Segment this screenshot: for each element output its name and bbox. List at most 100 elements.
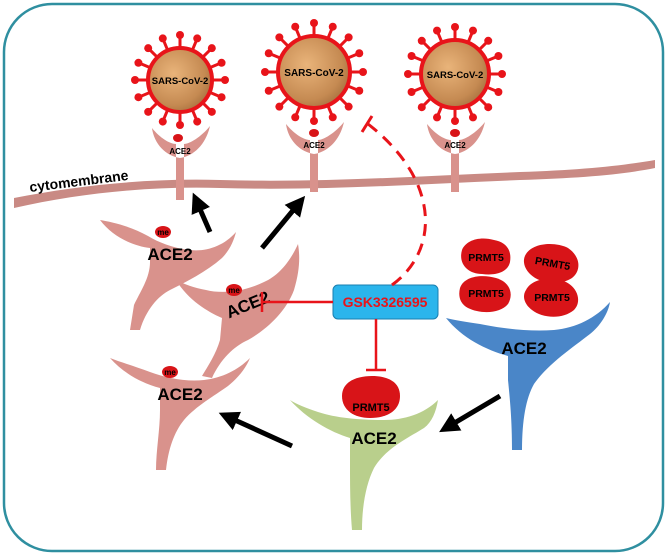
arrows	[191, 192, 502, 449]
membrane-ace2-center: ACE2	[286, 122, 344, 192]
virus-spike-tip	[264, 86, 273, 95]
virus-spike-tip	[261, 68, 269, 76]
virus-left: SARS-CoV-2	[131, 31, 229, 129]
prmt5-shape	[524, 278, 579, 317]
methyl-mark	[226, 284, 242, 296]
prmt5-label: PRMT5	[468, 288, 504, 300]
arrow-ace2-to-membrane-left	[191, 192, 213, 234]
cytomembrane	[14, 160, 655, 208]
virus-spike-tip	[134, 93, 143, 102]
virus-spike-tip	[134, 58, 143, 67]
inhibition-to-prmt5-complex	[366, 319, 386, 372]
virus-spike-tip	[193, 117, 202, 126]
ace2-shape	[286, 122, 344, 192]
ace2-label: ACE2	[303, 141, 325, 150]
methyl-mark	[155, 226, 171, 238]
virus-spike-tip	[433, 113, 442, 122]
methyl-mark	[309, 129, 319, 137]
ace2-shape	[290, 400, 438, 530]
virus-spike-tip	[344, 33, 353, 42]
virus-spike-tip	[176, 121, 184, 129]
prmt5-bound-label: PRMT5	[352, 402, 389, 414]
ace2-shape	[152, 126, 210, 200]
prmt5-bound-shape	[342, 376, 400, 418]
methyl-label: me	[228, 286, 240, 295]
ace2-label: ACE2	[147, 245, 192, 264]
virus-spike-tip	[217, 58, 226, 67]
virus-center: SARS-CoV-2	[261, 19, 367, 125]
methyl-label: me	[164, 368, 176, 377]
virus-spike-tip	[291, 113, 300, 122]
virus-spike-tip	[328, 113, 337, 122]
virus-label: SARS-CoV-2	[427, 70, 483, 81]
inhibitor-box: GSK3326595	[332, 284, 439, 320]
prmt5-free-4: PRMT5	[524, 278, 579, 317]
ace2-methylated-lower-left: me ACE2	[110, 358, 250, 470]
virus-spike-tip	[494, 87, 503, 96]
virus-spike-tip	[193, 34, 202, 43]
prmt5-shape	[459, 276, 511, 313]
virus-spike-tip	[498, 70, 506, 78]
virus-spike-tip	[484, 103, 493, 112]
virus-spike-tip	[344, 102, 353, 111]
prmt5-label: PRMT5	[468, 252, 504, 264]
prmt5-free-2: PRMT5	[523, 244, 579, 283]
virus-spike-tip	[468, 113, 477, 122]
ace2-shape	[110, 358, 250, 470]
virus-spike-tip	[291, 22, 300, 31]
virus-spike-tip	[275, 102, 284, 111]
ace2-shape	[176, 244, 300, 378]
prmt5-shape	[523, 244, 579, 283]
virus-spike-tip	[264, 49, 273, 58]
virus-spike-tip	[217, 93, 226, 102]
virus-spike-tip	[144, 44, 153, 53]
methyl-label: me	[157, 228, 169, 237]
virus-spike-tip	[407, 52, 416, 61]
virus-spike-tip	[417, 36, 426, 45]
methyl-mark	[173, 134, 183, 142]
prmt5-label: PRMT5	[534, 292, 570, 304]
membrane-ace2-left: ACE2	[152, 126, 210, 200]
virus-spike-tip	[451, 23, 459, 31]
prmt5-free-1: PRMT5	[461, 238, 511, 275]
virus-spike-tip	[417, 103, 426, 112]
ace2-label: ACE2	[157, 385, 202, 404]
inhibitor-label: GSK3326595	[343, 294, 428, 310]
virus-core	[146, 46, 214, 114]
virus-spike-tip	[144, 107, 153, 116]
virus-core	[419, 38, 491, 110]
ace2-shape	[446, 302, 610, 450]
virus-spike-tip	[355, 86, 364, 95]
inhibition-to-virus-binding	[360, 115, 427, 287]
methyl-mark	[450, 129, 460, 137]
virus-spike-tip	[359, 68, 367, 76]
virus-spike-tip	[328, 22, 337, 31]
virus-spike-tip	[207, 44, 216, 53]
ace2-methylated-upper-left: me ACE2	[100, 220, 236, 330]
arrow-complex-to-methylated	[218, 411, 294, 449]
inhibition-to-ace2-methylated	[260, 292, 333, 312]
virus-label: SARS-CoV-2	[152, 76, 208, 87]
virus-spike-tip	[310, 117, 318, 125]
virus-spike-tip	[433, 26, 442, 35]
virus-spike-tip	[484, 36, 493, 45]
virus-spike-tip	[207, 107, 216, 116]
prmt5-cluster: PRMT5 PRMT5 PRMT5 PRMT5	[459, 238, 579, 317]
arrow-ace2-to-membrane-center	[260, 195, 306, 250]
arrow-blue-to-complex	[439, 393, 502, 433]
ace2-shape	[100, 220, 236, 330]
ace2-label: ACE2	[501, 339, 546, 358]
ace2-label: ACE2	[169, 147, 191, 156]
virus-spike-tip	[468, 26, 477, 35]
virus-spike-tip	[310, 19, 318, 27]
methyl-mark	[162, 366, 178, 378]
virus-spike-tip	[158, 117, 167, 126]
virus-spike-tip	[355, 49, 364, 58]
ace2-prmt5-complex: PRMT5 ACE2	[290, 376, 438, 530]
ace2-label: ACE2	[444, 141, 466, 150]
prmt5-shape	[461, 238, 511, 275]
virus-spike-tip	[158, 34, 167, 43]
virus-spike-tip	[221, 76, 229, 84]
virus-spike-tip	[275, 33, 284, 42]
